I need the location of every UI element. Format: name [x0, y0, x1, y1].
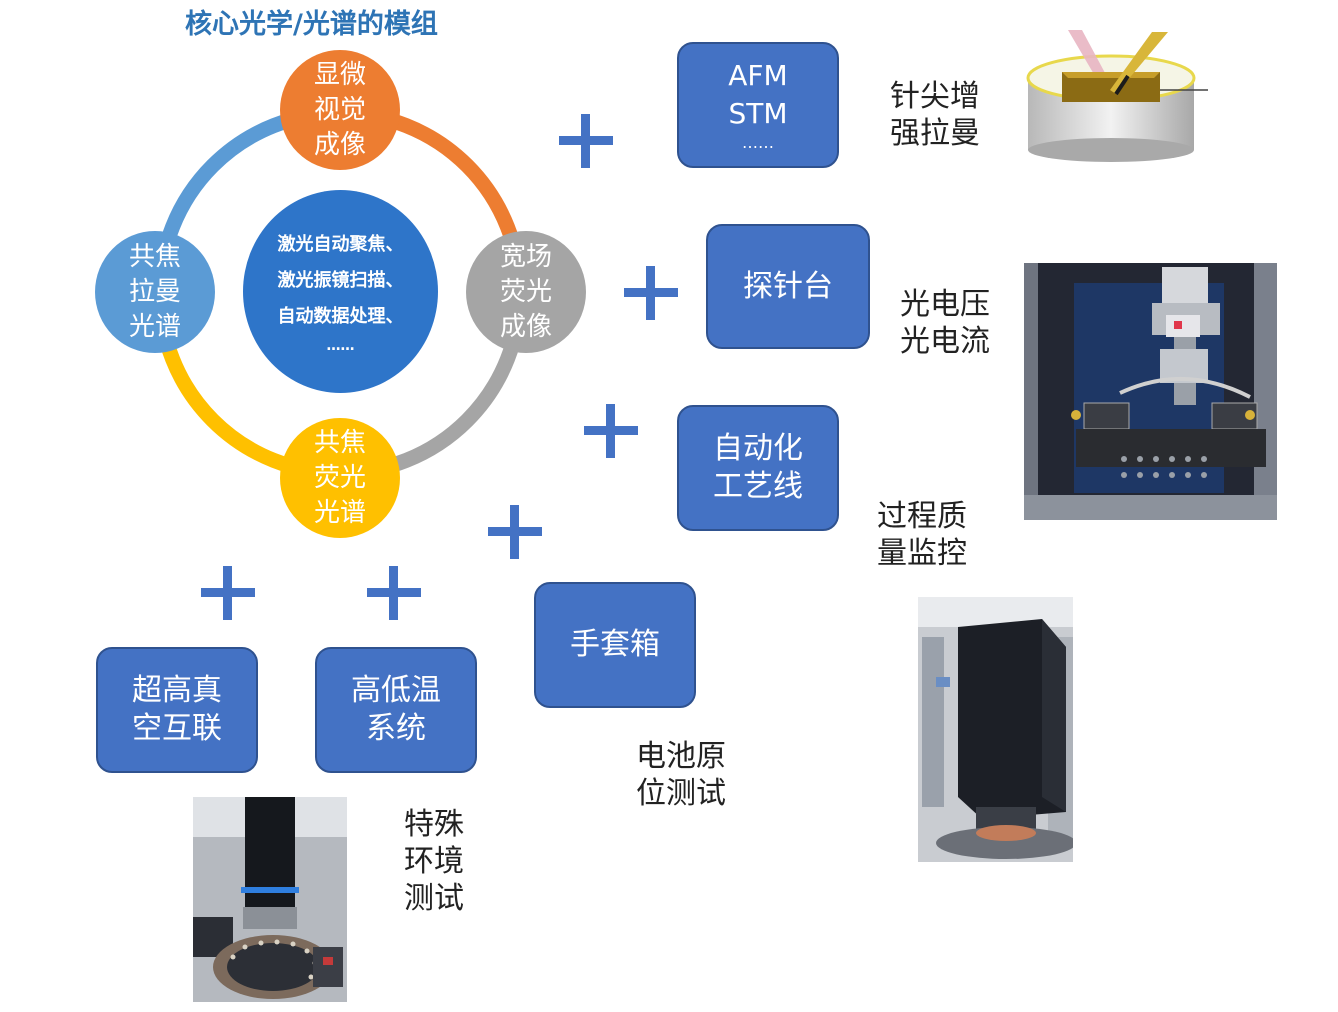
- box-glovebox-line: 手套箱: [570, 627, 660, 662]
- box-high-low-temperature: 高低温 系统: [315, 647, 477, 773]
- process-monitor-photo: [918, 597, 1073, 862]
- core-functions-circle: 激光自动聚焦、 激光振镜扫描、 自动数据处理、 ……: [243, 190, 438, 393]
- box-automation-line: 自动化 工艺线: [677, 405, 839, 531]
- node-microscopic-imaging: 显微 视觉 成像: [280, 50, 400, 170]
- node-confocal-fluorescence: 共焦 荧光 光谱: [280, 418, 400, 538]
- plus-icon: [584, 404, 638, 458]
- box-automation-line-2: 工艺线: [713, 469, 803, 504]
- plus-icon: [367, 566, 421, 620]
- diagram-title: 核心光学/光谱的模组: [185, 9, 438, 40]
- plus-icon: [201, 566, 255, 620]
- node-widefield-fluorescence: 宽场 荧光 成像: [466, 231, 586, 353]
- plus-icon: [488, 505, 542, 559]
- box-stm-line: STM: [728, 97, 788, 130]
- core-line-autofocus: 激光自动聚焦、: [277, 233, 404, 255]
- caption-process-monitoring: 过程质 量监控: [877, 499, 967, 571]
- probe-station-photo: [1024, 263, 1277, 520]
- box-afm-ellipsis: ……: [742, 133, 774, 152]
- tip-raman-illustration: [1026, 30, 1208, 162]
- caption-tip-enhanced-raman: 针尖增 强拉曼: [890, 79, 980, 151]
- caption-special-environment: 特殊 环境 测试: [404, 807, 464, 916]
- box-afm-line: AFM: [728, 59, 788, 92]
- core-line-galvo-scan: 激光振镜扫描、: [277, 269, 404, 291]
- caption-battery-in-situ: 电池原 位测试: [636, 739, 726, 811]
- box-ultra-high-vacuum: 超高真 空互联: [96, 647, 258, 773]
- core-line-data-processing: 自动数据处理、: [277, 305, 404, 327]
- box-probe-station: 探针台: [706, 224, 870, 349]
- box-afm-stm: AFM STM ……: [677, 42, 839, 168]
- caption-photovoltage: 光电压 光电流: [900, 287, 990, 359]
- box-probe-line: 探针台: [743, 268, 833, 304]
- plus-icon: [624, 266, 678, 320]
- core-line-ellipsis: ……: [326, 337, 355, 354]
- plus-icon: [559, 114, 613, 168]
- node-confocal-raman: 共焦 拉曼 光谱: [95, 231, 215, 353]
- vacuum-chamber-photo: [193, 797, 347, 1002]
- box-automation-line-1: 自动化: [713, 431, 803, 466]
- box-vacuum-line-2: 空互联: [132, 711, 222, 746]
- box-temperature-line-2: 系统: [366, 711, 426, 746]
- box-temperature-line-1: 高低温: [351, 673, 441, 708]
- box-vacuum-line-1: 超高真: [132, 673, 222, 708]
- box-glovebox: 手套箱: [534, 582, 696, 708]
